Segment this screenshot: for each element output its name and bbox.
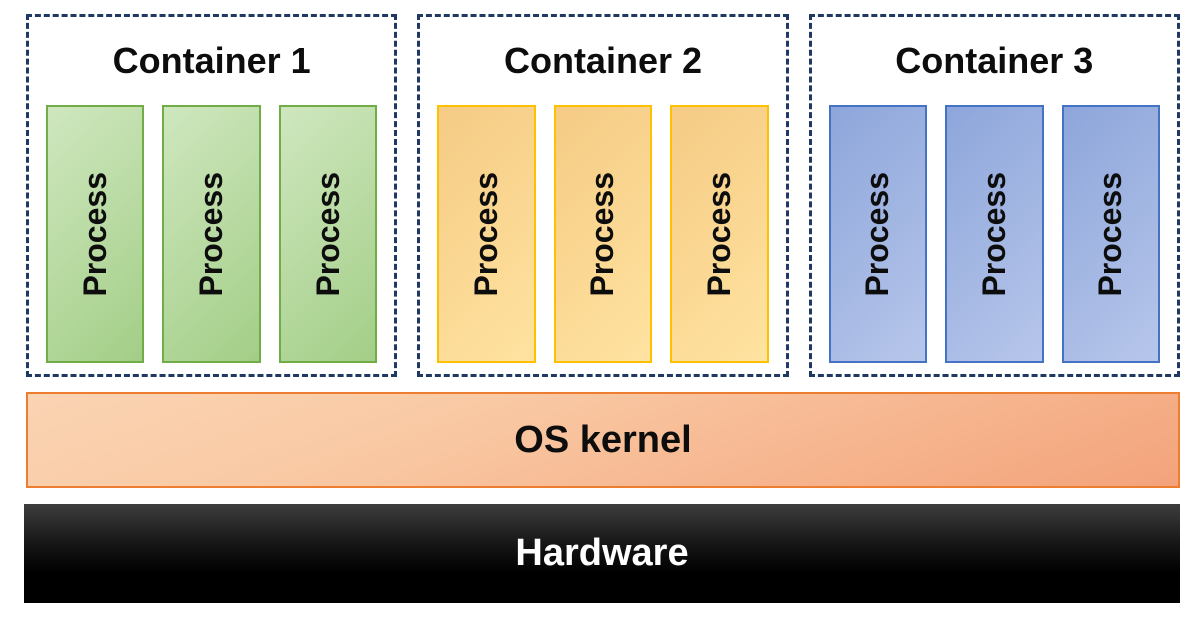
container-2-process-2: Process [553, 105, 653, 363]
container-2-process-1: Process [437, 105, 536, 363]
process-label: Process [859, 171, 896, 297]
container-2: Container 2 Process Process Process [417, 14, 789, 377]
process-label: Process [309, 171, 346, 297]
process-label: Process [975, 171, 1012, 297]
os-kernel-label: OS kernel [514, 418, 692, 461]
container-3-process-1: Process [828, 105, 928, 363]
process-label: Process [76, 171, 113, 297]
hardware-label: Hardware [515, 532, 689, 574]
container-2-process-3: Process [670, 105, 769, 363]
process-label: Process [468, 171, 505, 297]
container-2-process-row: Process Process Process [437, 105, 769, 363]
container-1-process-1: Process [46, 105, 145, 363]
container-1: Container 1 Process Process Process [26, 14, 398, 377]
containers-row: Container 1 Process Process Process Cont… [26, 14, 1180, 377]
container-1-process-row: Process Process Process [46, 105, 378, 363]
container-1-title: Container 1 [112, 40, 311, 81]
container-2-title: Container 2 [503, 40, 703, 81]
hardware-layer: Hardware [24, 504, 1180, 603]
container-3-process-2: Process [945, 105, 1044, 363]
process-label: Process [1092, 171, 1129, 297]
process-label: Process [700, 171, 737, 297]
container-1-process-3: Process [278, 105, 378, 363]
container-3-process-row: Process Process Process [828, 105, 1160, 363]
container-1-process-2: Process [162, 105, 261, 363]
container-3-title: Container 3 [895, 40, 1094, 81]
os-kernel-layer: OS kernel [26, 392, 1180, 488]
process-label: Process [584, 171, 621, 297]
process-label: Process [193, 171, 230, 297]
container-3: Container 3 Process Process Process [808, 14, 1180, 377]
container-3-process-3: Process [1061, 105, 1160, 363]
